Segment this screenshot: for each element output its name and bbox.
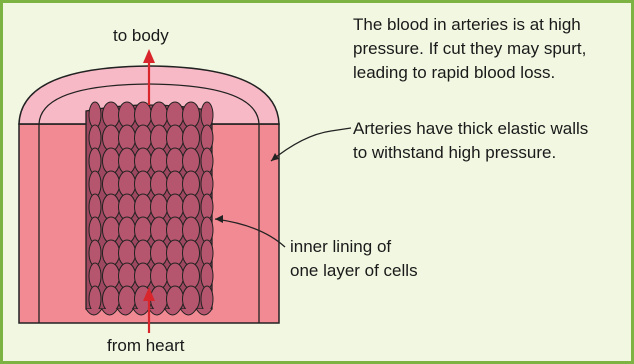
lining-cell [103, 194, 120, 220]
lining-cell [151, 148, 168, 174]
lining-cell [103, 217, 120, 243]
pressure-note-line: The blood in arteries is at high [353, 13, 586, 37]
lining-cell [89, 286, 101, 312]
lining-cell [89, 240, 101, 266]
lining-cell [201, 194, 213, 220]
lining-cell [167, 286, 184, 312]
label-from-heart: from heart [107, 334, 184, 358]
lining-cell [151, 240, 168, 266]
pressure-note-line: leading to rapid blood loss. [353, 61, 586, 85]
lining-cell [103, 102, 120, 128]
lining-cell [201, 148, 213, 174]
lining-cell [167, 102, 184, 128]
lining-cell [151, 171, 168, 197]
lining-cell [151, 217, 168, 243]
lining-cell [103, 286, 120, 312]
lining-cell [183, 102, 200, 128]
lining-cell [167, 217, 184, 243]
lining-cell [103, 240, 120, 266]
lining-cell [183, 148, 200, 174]
lining-cell [119, 286, 136, 312]
lining-cell [151, 263, 168, 289]
lining-cell [151, 125, 168, 151]
lining-cell [135, 240, 152, 266]
lining-cell [103, 171, 120, 197]
lining-cell [103, 125, 120, 151]
lining-cell [167, 240, 184, 266]
lining-cell [201, 240, 213, 266]
lining-cell [119, 263, 136, 289]
pressure-note: The blood in arteries is at high pressur… [353, 13, 586, 85]
wall-pointer-line [271, 128, 351, 161]
lining-cell [119, 194, 136, 220]
lining-cell [167, 125, 184, 151]
lining-cell [151, 102, 168, 128]
lining-cell [151, 194, 168, 220]
lining-cell [89, 217, 101, 243]
lining-cell [183, 194, 200, 220]
lining-note: inner lining of one layer of cells [290, 235, 418, 283]
lining-cell [167, 171, 184, 197]
lining-note-line: one layer of cells [290, 259, 418, 283]
lining-cell [89, 194, 101, 220]
lining-cell [103, 263, 120, 289]
lining-cell [183, 171, 200, 197]
lining-cell [201, 263, 213, 289]
wall-note-line: Arteries have thick elastic walls [353, 117, 588, 141]
lining-cell [167, 194, 184, 220]
pressure-note-line: pressure. If cut they may spurt, [353, 37, 586, 61]
lining-cell [119, 217, 136, 243]
lining-cell [89, 263, 101, 289]
lining-cell [201, 125, 213, 151]
lining-cell [89, 102, 101, 128]
lining-cell [119, 240, 136, 266]
lining-cell [135, 217, 152, 243]
wall-note-line: to withstand high pressure. [353, 141, 588, 165]
lining-cell [183, 240, 200, 266]
wall-note: Arteries have thick elastic walls to wit… [353, 117, 588, 165]
lining-cell [135, 263, 152, 289]
lining-cells [86, 102, 213, 315]
lining-cell [135, 148, 152, 174]
arrow-to-body-head [143, 49, 155, 63]
label-to-body: to body [113, 24, 169, 48]
lining-cell [119, 148, 136, 174]
lining-cell [183, 263, 200, 289]
lining-note-line: inner lining of [290, 235, 418, 259]
lining-cell [201, 171, 213, 197]
lining-cell [201, 217, 213, 243]
lining-cell [103, 148, 120, 174]
lining-cell [119, 102, 136, 128]
lining-cell [135, 171, 152, 197]
lining-cell [183, 217, 200, 243]
lining-cell [89, 171, 101, 197]
lining-cell [183, 125, 200, 151]
lining-cell [89, 148, 101, 174]
lining-cell [89, 125, 101, 151]
lining-cell [135, 102, 152, 128]
lining-cell [135, 194, 152, 220]
lining-cell [183, 286, 200, 312]
lining-cell [135, 125, 152, 151]
lining-cell [119, 125, 136, 151]
lining-cell [167, 263, 184, 289]
lining-cell [119, 171, 136, 197]
lining-cell [167, 148, 184, 174]
lining-cell [201, 286, 213, 312]
lining-cell [201, 102, 213, 128]
